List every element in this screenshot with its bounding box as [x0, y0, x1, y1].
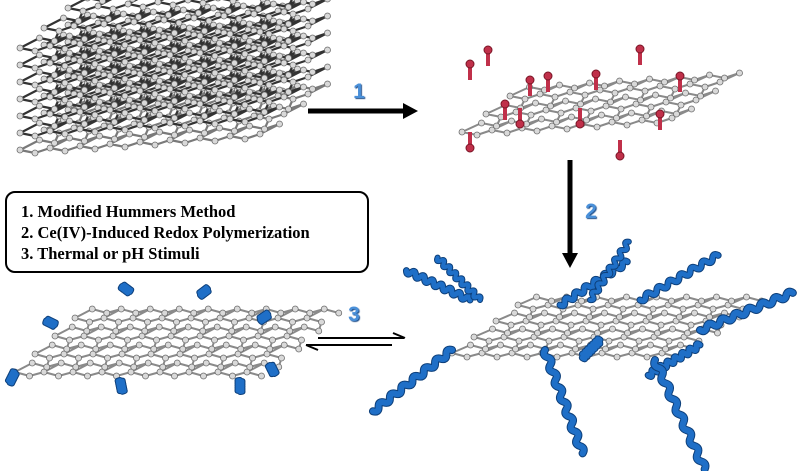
step-1-label: 1 [345, 80, 373, 104]
functional-group [544, 72, 552, 80]
polymer-grafted-graphene-sheet [373, 242, 793, 470]
step-2-label: 2 [577, 200, 605, 224]
polymer-chain [544, 350, 584, 453]
legend-item-3: 3. Thermal or pH Stimuli [21, 243, 367, 264]
polymer-chain [118, 380, 125, 392]
legend-item-1: 1. Modified Hummers Method [21, 201, 367, 222]
polymer-chain [238, 380, 243, 392]
functional-group [576, 120, 584, 128]
functional-group [656, 110, 664, 118]
functional-group [636, 45, 644, 53]
polymer-chain [373, 350, 452, 412]
polymer-chain [640, 254, 718, 300]
graphene-oxide-sheet [459, 45, 743, 160]
functional-group [592, 70, 600, 78]
polymer-chain [654, 360, 705, 469]
functional-group [526, 76, 534, 84]
arrow-step-1 [308, 103, 418, 119]
arrow-step-2 [562, 160, 578, 268]
functional-group [466, 60, 474, 68]
functional-group [466, 144, 474, 152]
atom-layer [12, 306, 342, 379]
equilibrium-arrows-step-3 [306, 333, 405, 350]
step-3-label: 3 [340, 303, 368, 327]
polymer-chain [268, 365, 277, 374]
functional-group [516, 120, 524, 128]
collapsed-polymer-graphene-sheet [8, 285, 342, 392]
step-legend: 1. Modified Hummers Method 2. Ce(IV)-Ind… [5, 191, 369, 273]
functional-group [501, 100, 509, 108]
functional-group [676, 72, 684, 80]
graphite-stack [17, 0, 331, 156]
functional-group [616, 152, 624, 160]
legend-item-2: 2. Ce(IV)-Induced Redox Polymerization [21, 222, 367, 243]
polymer-chain [45, 319, 56, 327]
functional-group [484, 46, 492, 54]
